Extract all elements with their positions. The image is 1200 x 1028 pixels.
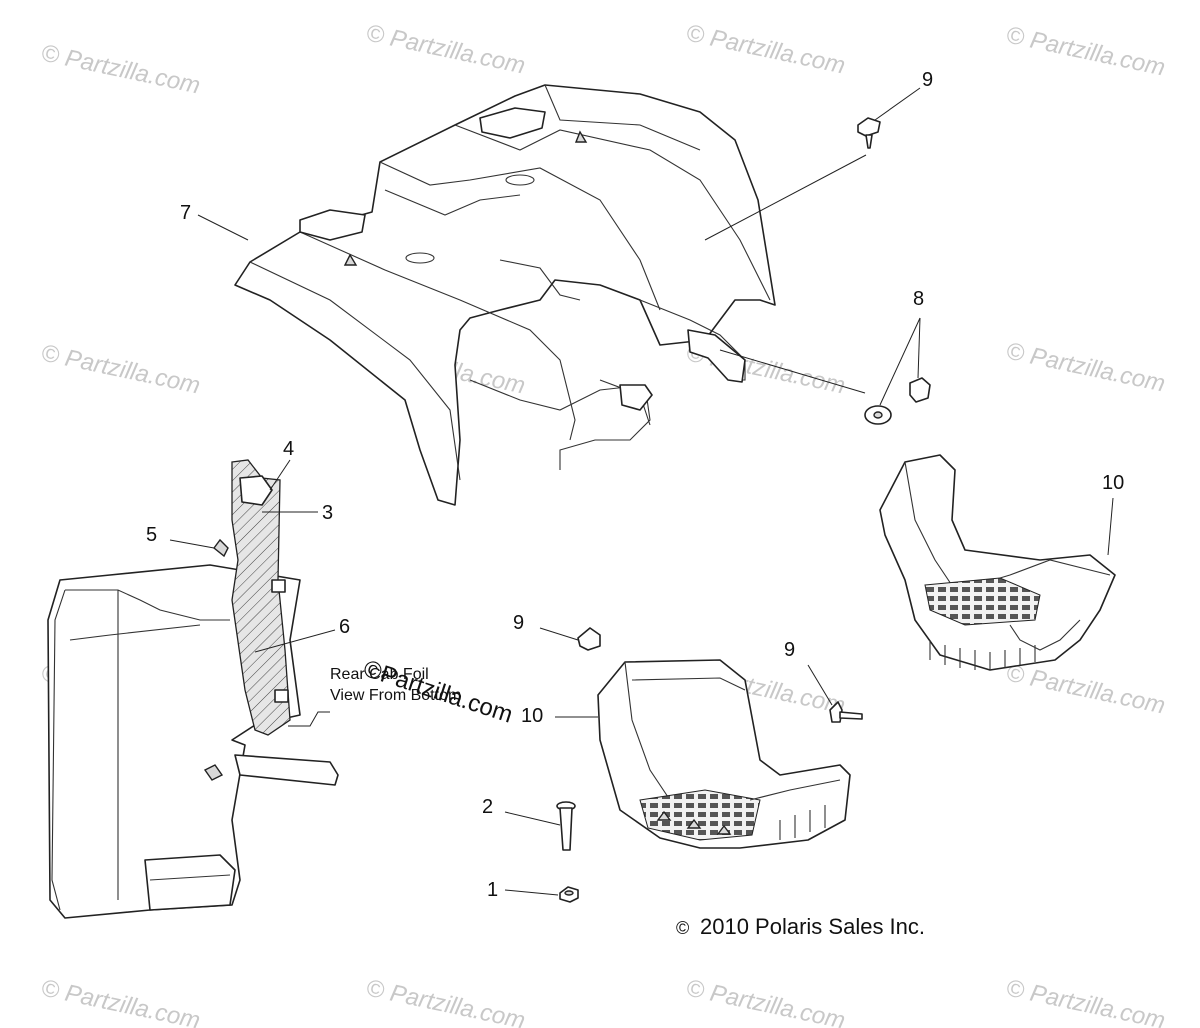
watermark: © Partzilla.com [364, 19, 528, 79]
watermark: © Partzilla.com [364, 974, 528, 1028]
callout-9: 9 [922, 69, 933, 91]
footwell-part-10-right [879, 454, 1116, 671]
callout-1: 1 [487, 879, 498, 901]
watermark: © Partzilla.com [684, 974, 848, 1028]
callout-9: 9 [784, 639, 795, 661]
push-rivet-part-9-top [857, 117, 881, 149]
view-note: Rear Cab Foil View From Bottom [330, 666, 461, 704]
rear-cab-part-7 [234, 84, 776, 506]
callout-3: 3 [322, 502, 333, 524]
pin-part-2 [556, 801, 576, 851]
watermark: © Partzilla.com [1004, 21, 1168, 81]
footwell-part-10-center [597, 659, 851, 849]
watermark: © Partzilla.com [39, 974, 203, 1028]
watermark: © Partzilla.com [1004, 337, 1168, 397]
callout-9: 9 [513, 612, 524, 634]
note-line-2: View From Bottom [330, 687, 461, 704]
callouts: 9 7 8 4 3 5 10 6 9 9 10 2 1 [146, 69, 1124, 901]
left-fender-assembly [47, 459, 339, 919]
watermark: © Partzilla.com [39, 339, 203, 399]
nut-part-1 [559, 886, 579, 903]
callout-2: 2 [482, 796, 493, 818]
watermark: © Partzilla.com [684, 19, 848, 79]
push-rivet-part-9-mid [577, 627, 601, 651]
copyright-text: 2010 Polaris Sales Inc. [700, 914, 925, 939]
watermark: © Partzilla.com [39, 39, 203, 99]
watermark: © Partzilla.com [1004, 974, 1168, 1028]
callout-6: 6 [339, 616, 350, 638]
callout-5: 5 [146, 524, 157, 546]
callout-7: 7 [180, 202, 191, 224]
callout-10: 10 [521, 705, 543, 727]
copyright-symbol: © [676, 918, 689, 938]
washer-nut-part-8 [864, 377, 931, 425]
callout-10: 10 [1102, 472, 1124, 494]
copyright: © 2010 Polaris Sales Inc. [676, 914, 925, 939]
note-line-1: Rear Cab Foil [330, 666, 429, 683]
leader-lines [169, 87, 1114, 896]
callout-4: 4 [283, 438, 294, 460]
watermark: © Partzilla.com [1004, 659, 1168, 719]
callout-8: 8 [913, 288, 924, 310]
push-rivet-part-9-right [829, 701, 863, 723]
